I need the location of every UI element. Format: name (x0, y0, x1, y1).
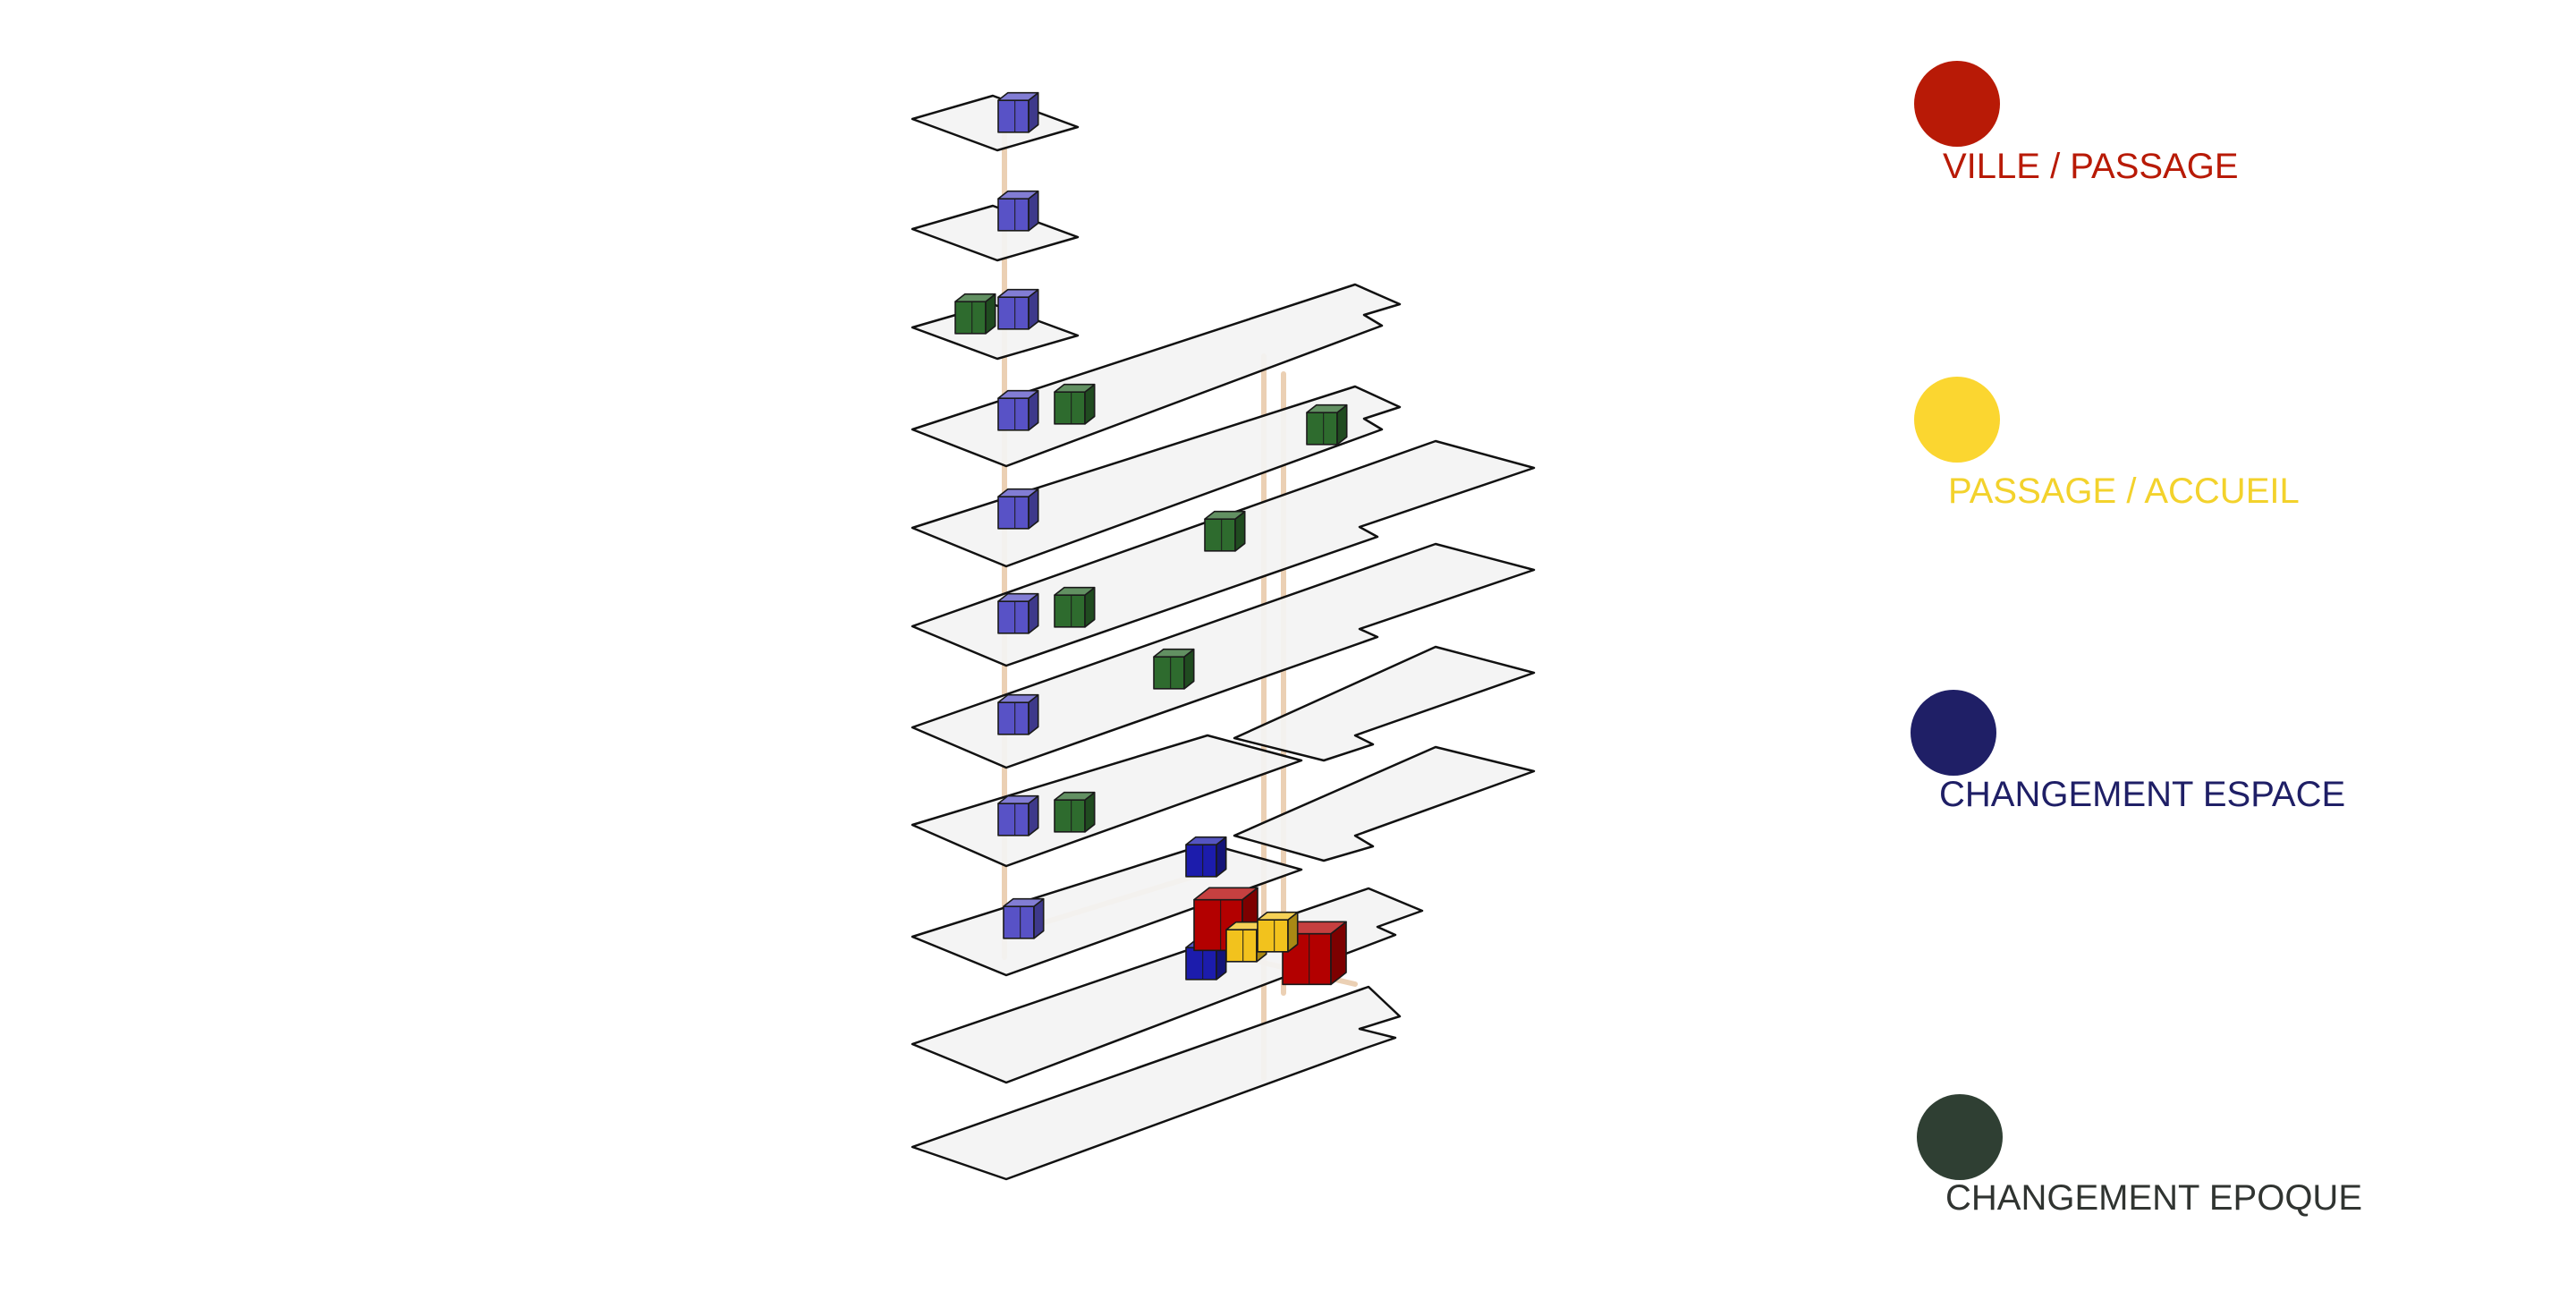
dark-blue-cube-icon (1185, 947, 1217, 981)
blue-cube-icon (997, 488, 1039, 497)
dark-blue-cube-icon (1185, 836, 1227, 845)
green-cube-icon (1054, 383, 1096, 393)
dark-blue-cube-icon (1185, 844, 1217, 878)
green-cube-icon (1153, 648, 1195, 658)
blue-cube-icon (997, 99, 1030, 133)
blue-cube-icon (997, 397, 1030, 431)
passage-dot-icon (1914, 377, 2000, 463)
legend-label-espace: CHANGEMENT ESPACE (1939, 775, 2346, 814)
floor-plate (911, 204, 1080, 262)
green-cube-icon (1204, 510, 1246, 520)
green-cube-icon (1306, 403, 1348, 413)
blue-cube-icon (997, 288, 1039, 298)
blue-cube-icon (997, 794, 1039, 804)
green-cube-icon (954, 293, 996, 302)
blue-cube-icon (997, 91, 1039, 101)
epoque-dot-icon (1917, 1094, 2003, 1180)
green-cube-icon (1054, 791, 1096, 801)
green-cube-icon (1054, 799, 1086, 833)
blue-cube-icon (1003, 905, 1035, 939)
red-cube-icon (1193, 887, 1258, 901)
blue-cube-icon (997, 592, 1039, 602)
blue-cube-icon (997, 296, 1030, 330)
floor-plate (911, 542, 1536, 769)
green-cube-icon (1153, 656, 1185, 690)
green-cube-icon (1204, 518, 1236, 552)
blue-cube-icon (997, 496, 1030, 530)
ville-dot-icon (1914, 61, 2000, 147)
floor-plate (911, 94, 1080, 152)
blue-cube-icon (997, 389, 1039, 399)
green-cube-icon (1306, 412, 1338, 446)
floor-plate (911, 985, 1402, 1181)
floor-plate (1233, 645, 1536, 762)
green-cube-icon (1054, 586, 1096, 596)
green-cube-icon (1054, 594, 1086, 628)
green-cube-icon (954, 301, 987, 335)
legend-label-ville: VILLE / PASSAGE (1943, 147, 2239, 186)
yellow-cube-icon (1225, 929, 1258, 963)
legend-label-epoque: CHANGEMENT EPOQUE (1945, 1178, 2362, 1218)
floor-plate (911, 734, 1303, 868)
blue-cube-icon (997, 600, 1030, 634)
yellow-cube-icon (1257, 911, 1299, 921)
espace-dot-icon (1911, 690, 1996, 776)
blue-cube-icon (997, 701, 1030, 735)
yellow-cube-icon (1257, 919, 1289, 953)
blue-cube-icon (997, 198, 1030, 232)
blue-cube-icon (997, 693, 1039, 703)
blue-cube-icon (1003, 897, 1045, 907)
blue-cube-icon (997, 190, 1039, 200)
green-cube-icon (1054, 391, 1086, 425)
legend-label-passage: PASSAGE / ACCUEIL (1948, 471, 2300, 511)
blue-cube-icon (997, 803, 1030, 837)
floor-plate (1233, 745, 1536, 862)
